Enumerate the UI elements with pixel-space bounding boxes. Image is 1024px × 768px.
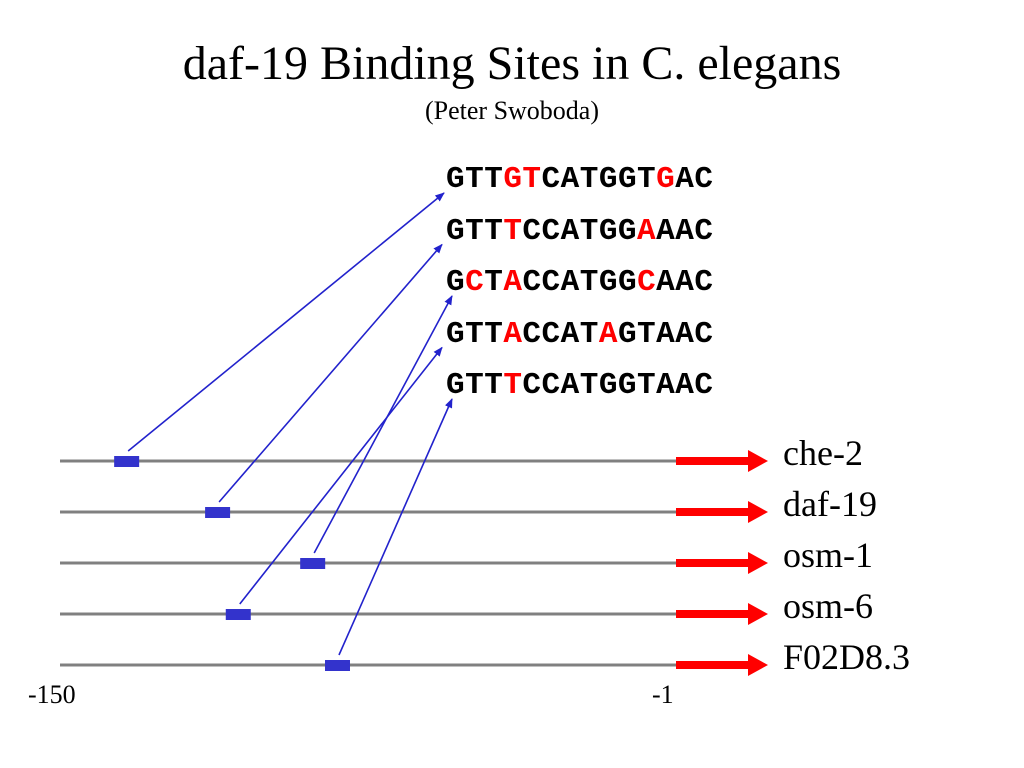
sequence-segment: GTT xyxy=(446,162,504,197)
sequence-segment: GTAAC xyxy=(617,316,714,352)
site-connector xyxy=(218,243,443,503)
site-connector xyxy=(313,295,453,554)
axis-end-label: -1 xyxy=(652,680,674,709)
sequence-variant-base: GT xyxy=(503,162,542,197)
sequence-variant-base: C xyxy=(637,265,657,300)
sequence-segment: GTT xyxy=(446,368,504,403)
sequence-variant-base: G xyxy=(656,162,676,197)
consensus-sequence: GCTACCATGGCAAC xyxy=(446,265,713,301)
consensus-sequence: GTTGTCATGGTGAC xyxy=(446,162,713,198)
gene-label: osm-6 xyxy=(783,586,873,626)
subtitle: (Peter Swoboda) xyxy=(424,96,599,125)
sequence-variant-base: A xyxy=(598,316,618,352)
site-connector xyxy=(239,346,443,605)
sequence-segment: T xyxy=(484,265,504,300)
title-prefix: daf-19 Binding Sites in xyxy=(182,37,642,90)
site-connector xyxy=(338,398,453,656)
gene-label: che-2 xyxy=(783,433,863,473)
sequence-variant-base: T xyxy=(503,368,523,403)
title: daf-19 Binding Sites in C. elegans xyxy=(0,36,1024,92)
gene-label: osm-1 xyxy=(783,535,873,575)
binding-site-marker xyxy=(225,609,251,620)
binding-site-marker xyxy=(324,660,350,671)
gene-label: F02D8.3 xyxy=(783,637,911,677)
sequence-segment: GTT xyxy=(446,213,504,249)
gene-arrow xyxy=(676,450,768,472)
sequence-segment: AAC xyxy=(656,213,714,249)
sequence-segment: CCATGGTAAC xyxy=(522,368,714,403)
gene-label: daf-19 xyxy=(783,484,877,524)
sequence-variant-base: A xyxy=(503,265,523,300)
consensus-sequence: GTTACCATAGTAAC xyxy=(446,317,713,353)
sequence-variant-base: T xyxy=(503,213,523,249)
sequence-variant-base: A xyxy=(503,316,523,352)
sequence-segment: AC xyxy=(675,162,714,197)
gene-arrow xyxy=(676,603,768,625)
gene-arrow xyxy=(676,501,768,523)
site-connector xyxy=(127,192,445,452)
title-species: C. elegans xyxy=(641,37,842,90)
sequence-segment: CCATGG xyxy=(522,265,638,300)
consensus-sequence: GTTTCCATGGTAAC xyxy=(446,368,713,404)
binding-site-marker xyxy=(300,558,326,569)
sequence-variant-base: A xyxy=(637,213,657,249)
sequence-segment: CCATGG xyxy=(522,213,638,249)
sequence-variant-base: C xyxy=(465,265,485,300)
consensus-sequence: GTTTCCATGGAAAC xyxy=(446,214,713,250)
gene-arrow xyxy=(676,654,768,676)
binding-site-marker xyxy=(114,456,140,467)
binding-site-marker xyxy=(205,507,231,518)
sequence-segment: AAC xyxy=(656,265,714,300)
sequence-segment: CATGGT xyxy=(541,162,657,197)
sequence-segment: G xyxy=(446,265,466,300)
sequence-segment: CCAT xyxy=(522,316,599,352)
axis-start-label: -150 xyxy=(28,680,76,709)
sequence-segment: GTT xyxy=(446,316,504,352)
gene-arrow xyxy=(676,552,768,574)
